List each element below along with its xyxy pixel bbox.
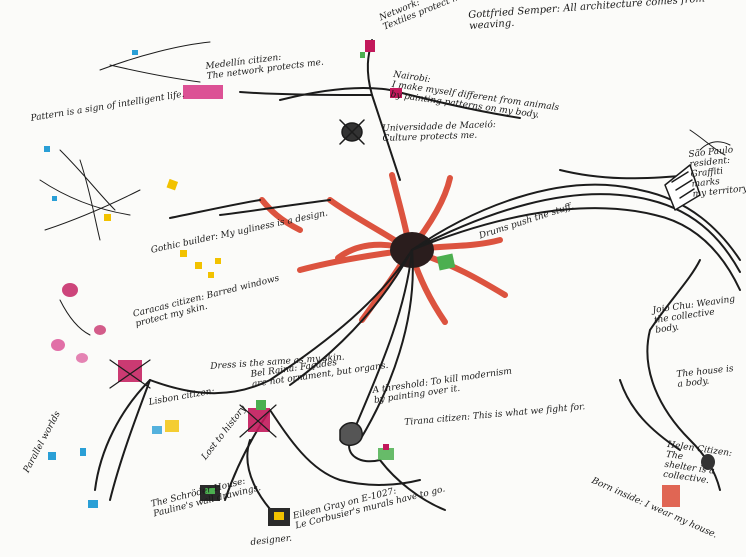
maceio-node xyxy=(340,120,364,144)
facade-node xyxy=(240,400,276,437)
note-sao-paulo: São Paulo resident: Graffiti marks my te… xyxy=(688,144,746,200)
threshold-node xyxy=(340,423,362,446)
note-universidade: Universidade de Maceió: Culture protects… xyxy=(382,120,496,144)
left-cluster-nodes xyxy=(51,283,150,388)
ink-branches xyxy=(95,40,740,520)
tirana-node xyxy=(378,444,394,460)
yellow-sparks xyxy=(104,179,221,278)
central-red-neuron xyxy=(262,175,505,322)
